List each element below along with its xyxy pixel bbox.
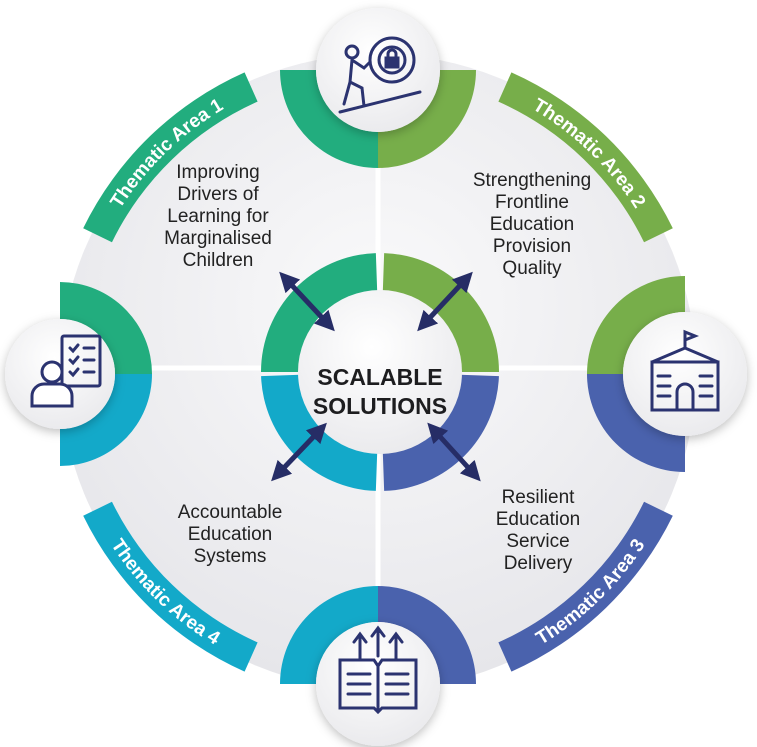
q2-line: Frontline xyxy=(495,192,569,213)
q1-line: Marginalised xyxy=(164,228,272,249)
bottom-ring-left xyxy=(280,586,378,684)
q1-line: Improving xyxy=(176,162,259,183)
left-ring-top xyxy=(60,282,152,374)
q1-line: Children xyxy=(183,250,254,271)
right-ring-top xyxy=(587,276,685,374)
arrow-q4 xyxy=(271,422,327,482)
q2-line: Quality xyxy=(502,258,562,279)
arrow-q2 xyxy=(417,271,473,332)
q3-line: Service xyxy=(506,531,569,552)
right-ring-bottom xyxy=(587,374,685,472)
q4-line: Accountable xyxy=(178,502,283,523)
q3-line: Delivery xyxy=(504,553,573,574)
quadrant-3-text: Resilient Education Service Delivery xyxy=(496,487,581,574)
school-building-icon xyxy=(650,329,720,412)
center-title-line1: SCALABLE xyxy=(317,364,442,390)
q2-line: Strengthening xyxy=(473,170,591,191)
arrows xyxy=(271,271,481,482)
thematic-area-1-band xyxy=(83,72,258,243)
q3-line: Education xyxy=(496,509,581,530)
left-ring-bottom xyxy=(60,374,152,466)
quadrant-2-text: Strengthening Frontline Education Provis… xyxy=(473,170,591,279)
left-icon-circle xyxy=(5,319,115,429)
q1-line: Drivers of xyxy=(177,184,259,205)
top-ring-right xyxy=(378,70,476,168)
q4-line: Education xyxy=(188,524,273,545)
q4-line: Systems xyxy=(194,546,267,567)
teacher-checklist-icon xyxy=(30,334,102,408)
center-title-line2: SOLUTIONS xyxy=(313,393,447,419)
top-ring-left xyxy=(280,70,378,168)
q1-line: Learning for xyxy=(167,206,269,227)
q3-line: Resilient xyxy=(502,487,576,508)
open-book-arrows-icon xyxy=(338,625,418,715)
q2-line: Education xyxy=(490,214,575,235)
bottom-ring-right xyxy=(378,586,476,684)
bottom-icon-circle xyxy=(316,622,440,746)
thematic-area-2-band xyxy=(498,72,673,243)
right-icon-circle xyxy=(623,312,747,436)
thematic-area-3-band xyxy=(498,501,673,672)
top-icon-circle xyxy=(316,8,440,132)
arrow-q1 xyxy=(279,271,335,332)
thematic-area-4-band xyxy=(83,501,258,672)
arrow-q3 xyxy=(427,422,481,482)
q2-line: Provision xyxy=(493,236,571,257)
quadrant-1-text: Improving Drivers of Learning for Margin… xyxy=(164,162,272,271)
climbing-gear-icon xyxy=(338,36,422,114)
quadrant-4-text: Accountable Education Systems xyxy=(178,502,283,567)
